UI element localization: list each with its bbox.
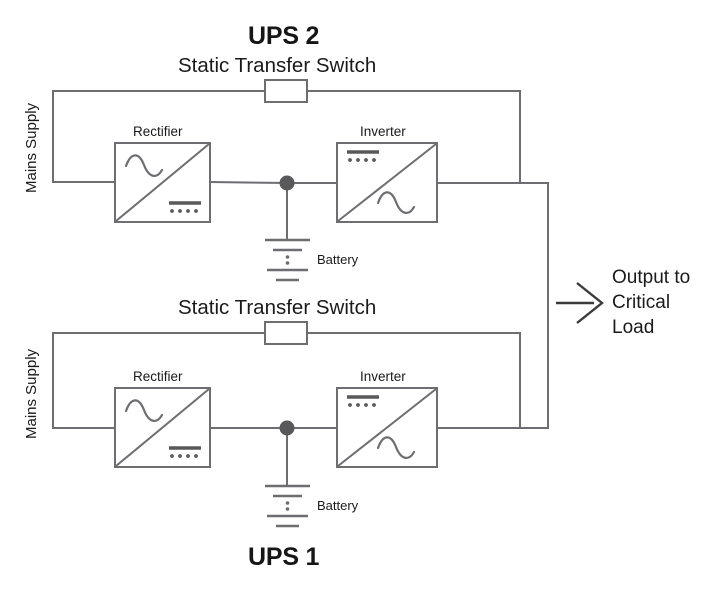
- output-arrow-icon: [576, 282, 604, 324]
- ups2-rectifier-ac-sine-wave-icon: [124, 154, 164, 177]
- output-bus-wiring: [547, 182, 604, 429]
- ups2-junction-dot-icon: [279, 175, 295, 191]
- ups2-wiring: [52, 90, 549, 241]
- ups2-battery-cells-icon: [265, 238, 310, 282]
- ups1-junction-dot-icon: [279, 420, 295, 436]
- ups1-rectifier-ac-sine-wave-icon: [124, 399, 164, 422]
- ups2-battery-label: Battery: [317, 252, 359, 267]
- ups2-rectifier-dc-bars-icon: [169, 201, 201, 213]
- ups1-rectifier-label: Rectifier: [133, 369, 183, 384]
- ups2-inverter-ac-sine-wave-icon: [376, 191, 416, 214]
- ups2-bypass-right-wire: [306, 90, 521, 184]
- ups1-battery-label: Battery: [317, 498, 359, 513]
- ups2-rectifier-to-dcbus-wire: [208, 180, 289, 185]
- ups1-inverter-dc-bars-icon: [347, 395, 379, 407]
- output-label-line-1: Output to: [612, 267, 691, 288]
- ups1-inverter-label: Inverter: [360, 369, 406, 384]
- ups1-rectifier-block[interactable]: [114, 387, 211, 468]
- ups2-mains-supply-label: Mains Supply: [23, 102, 40, 193]
- ups1-title: UPS 1: [248, 543, 320, 571]
- ups2-rectifier-label: Rectifier: [133, 124, 183, 139]
- ups2-inverter-label: Inverter: [360, 124, 406, 139]
- ups2-inverter-block[interactable]: [336, 142, 438, 223]
- ups2-inverter-dc-bars-icon: [347, 150, 379, 162]
- output-label-line-3: Load: [612, 317, 655, 339]
- output-label-line-2: Critical: [612, 292, 671, 314]
- ups1-inverter-block[interactable]: [336, 387, 438, 468]
- ups2-rectifier-block[interactable]: [114, 142, 211, 223]
- ups2-title: UPS 2: [248, 22, 320, 50]
- ups1-rectifier-dc-bars-icon: [169, 446, 201, 458]
- ups1-inverter-ac-sine-wave-icon: [376, 436, 416, 459]
- ups2-sts-label: Static Transfer Switch: [178, 54, 377, 77]
- ups1-mains-supply-label: Mains Supply: [23, 348, 40, 439]
- ups2-static-transfer-switch-box[interactable]: [264, 79, 308, 103]
- ups1-static-transfer-switch-box[interactable]: [264, 321, 308, 345]
- ups1-sts-label: Static Transfer Switch: [178, 296, 377, 319]
- ups1-bypass-right-wire: [306, 332, 521, 429]
- ups1-battery-cells-icon: [265, 484, 310, 528]
- ups1-bypass-left-wire: [52, 332, 266, 429]
- ups2-bypass-left-wire: [52, 90, 266, 183]
- output-to-critical-load-label: Output to Critical Load: [612, 265, 690, 340]
- ups1-wiring: [52, 332, 549, 487]
